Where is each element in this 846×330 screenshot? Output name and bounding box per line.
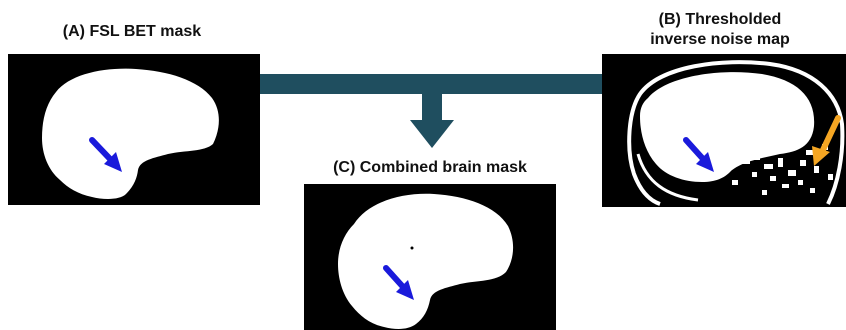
mask-speck [411, 247, 414, 250]
panel-b-title-line2: inverse noise map [600, 30, 840, 49]
panel-b-title-line1: (B) Thresholded [600, 10, 840, 29]
panel-b-image [602, 54, 846, 207]
connector-stem [422, 94, 442, 122]
orange-arrow-shaft [822, 118, 838, 152]
panel-a-title: (A) FSL BET mask [12, 22, 252, 41]
panel-c-image [304, 184, 556, 330]
noise-map-brain-fill [640, 72, 814, 182]
brain-mask-shape [42, 69, 219, 199]
panel-a-image [8, 54, 260, 205]
connector-horizontal-bar [260, 74, 602, 94]
panel-c-title: (C) Combined brain mask [296, 158, 564, 177]
combined-brain-mask-shape [338, 194, 513, 329]
connector-down-arrowhead [410, 120, 454, 148]
